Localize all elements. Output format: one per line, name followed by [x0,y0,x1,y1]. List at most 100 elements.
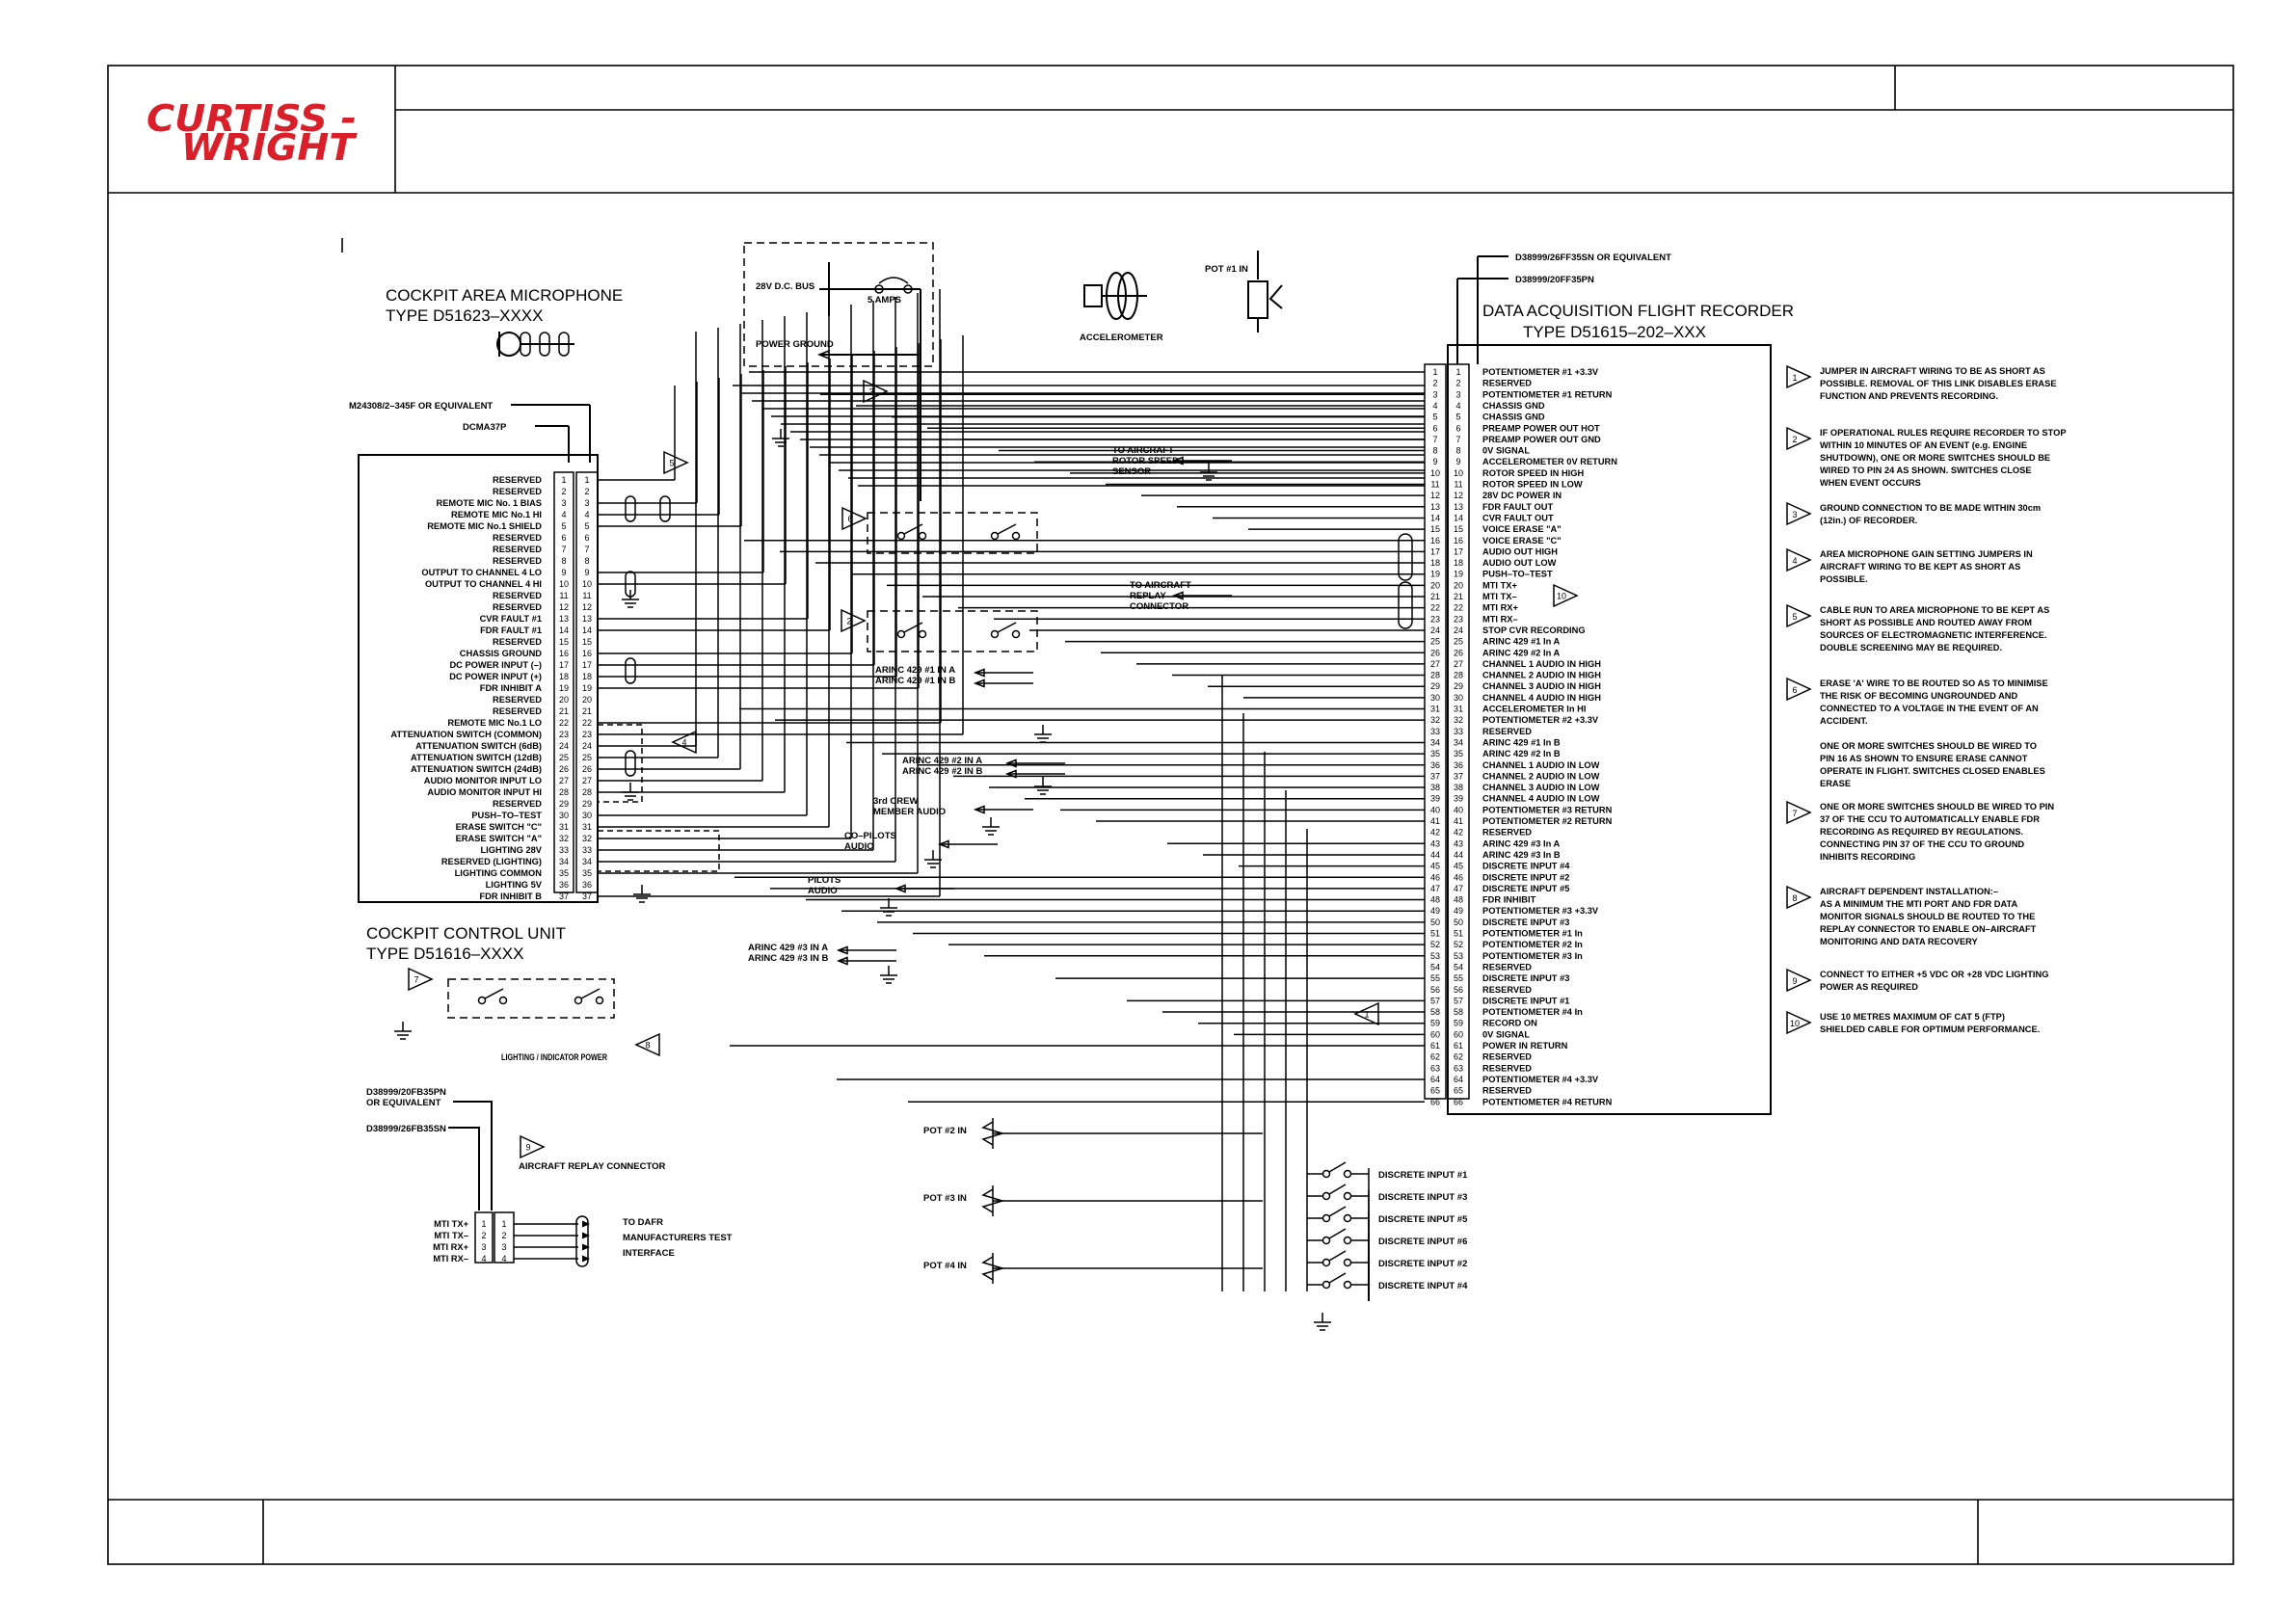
dafr-signal-label: RESERVED [1482,828,1532,838]
ccu-pin-number: 4 [584,510,589,519]
dafr-pin-number: 39 [1454,794,1463,804]
note-text-line: DOUBLE SCREENING MAY BE REQUIRED. [1820,643,2002,652]
dafr-pin-number: 64 [1430,1075,1440,1084]
dafr-title-1: DATA ACQUISITION FLIGHT RECORDER [1482,302,1794,320]
dafr-pin-number: 45 [1454,862,1463,871]
dafr-signal-label: PUSH–TO–TEST [1482,570,1553,579]
ccu-pin-number: 19 [559,683,569,693]
dafr-signal-label: RESERVED [1482,985,1532,995]
ccu-pin-number: 27 [582,776,592,785]
dafr-pin-number: 46 [1430,872,1440,882]
dafr-pin-number: 54 [1430,962,1440,971]
dafr-signal-label: ARINC 429 #1 In B [1482,737,1561,747]
dafr-pin-number: 24 [1454,625,1463,635]
ccu-pin-number: 5 [561,521,566,531]
dafr-signal-label: POTENTIOMETER #4 In [1482,1007,1583,1017]
dafr-pin-number: 10 [1454,468,1463,478]
dafr-signal-label: MTI RX+ [1482,603,1519,613]
ccu-pin-number: 23 [582,730,592,739]
dafr-pin-number: 25 [1430,637,1440,647]
ccu-signal-label: RESERVED [493,799,542,809]
note-number-triangle [1786,426,1812,451]
dafr-signal-label: POTENTIOMETER #4 RETURN [1482,1097,1613,1106]
dafr-pin-number: 11 [1430,480,1439,490]
note-text-line: SHIELDED CABLE FOR OPTIMUM PERFORMANCE. [1820,1024,2040,1034]
dafr-pin-number: 47 [1430,884,1440,893]
replay-line-3: CONNECTOR [1130,601,1188,612]
cockpit-area-microphone: COCKPIT AREA MICROPHONE TYPE D51623–XXXX [386,286,623,357]
arinc3-b: ARINC 429 #3 IN B [748,953,829,964]
dafr-pin-number: 40 [1454,805,1463,814]
ccu-signal-label: AUDIO MONITOR INPUT LO [424,776,542,785]
dafr-pin-number: 28 [1454,671,1463,680]
ccu-pin-number: 34 [559,857,569,866]
dafr-pin-number: 27 [1430,659,1440,669]
ccu-pin-number: 28 [559,787,569,797]
crew3-line-2: MEMBER AUDIO [873,807,946,817]
ccu-pin-number: 22 [582,718,592,728]
crew3-line-1: 3rd CREW [873,796,918,807]
note-text-line: ERASE 'A' WIRE TO BE ROUTED SO AS TO MIN… [1820,678,2048,688]
ccu-pin-number: 36 [559,880,569,890]
ccu-pin-number: 20 [582,695,592,705]
dafr-pin-number: 14 [1454,513,1463,522]
ccu-pin-number: 35 [559,868,569,878]
dafr-signal-label: CHASSIS GND [1482,412,1545,422]
dafr-pin-number: 66 [1454,1097,1463,1106]
dafr-pin-number: 9 [1432,457,1437,466]
dafr-pin-number: 29 [1430,681,1440,691]
note-callout-number: 4 [681,738,686,748]
ccu-pin-number: 34 [582,857,592,866]
ccu-pin-number: 1 [584,475,589,485]
ccu-signal-label: FDR INHIBIT A [480,683,542,693]
ccu-pin-number: 32 [582,834,592,843]
note-number-triangle [1786,364,1812,389]
note-number-triangle [1786,885,1812,910]
dafr-pin-number: 24 [1430,625,1440,635]
dafr-pin-number: 63 [1454,1063,1463,1073]
note-number-triangle [1786,677,1812,702]
note-text-line: INHIBITS RECORDING [1820,852,1915,862]
ccu-pin-number: 21 [582,706,592,716]
dafr-pin-number: 26 [1454,648,1463,657]
ccu-pin-number: 6 [584,533,589,543]
note-text-line: POSSIBLE. [1820,574,1868,584]
ccu-pin-number: 35 [582,868,592,878]
dafr-pin-number: 30 [1454,693,1463,703]
note-text-line: ONE OR MORE SWITCHES SHOULD BE WIRED TO [1820,741,2037,751]
note-text-line: REPLAY CONNECTOR TO ENABLE ON–AIRCRAFT [1820,924,2037,934]
dafr-pin-number: 8 [1455,446,1460,456]
ccu-pin-number: 1 [561,475,566,485]
note-text-line: RECORDING AS REQUIRED BY REGULATIONS. [1820,827,2023,837]
dafr-pin-number: 64 [1454,1075,1463,1084]
ccu-pin-number: 37 [559,891,569,901]
arinc2-a: ARINC 429 #2 IN A [902,756,982,766]
ccu-pin-number: 26 [559,764,569,774]
note-text-line: POSSIBLE. REMOVAL OF THIS LINK DISABLES … [1820,379,2057,388]
dafr-pin-number: 10 [1430,468,1440,478]
dafr-signal-label: STOP CVR RECORDING [1482,625,1586,635]
ccu-pin-number: 5 [584,521,589,531]
dafr-pin-number: 36 [1454,760,1463,770]
dafr-pin-number: 3 [1455,389,1460,399]
dafr-pin-number: 6 [1432,423,1437,433]
discrete-input-label: DISCRETE INPUT #4 [1378,1281,1468,1291]
dafr-pin-number: 13 [1430,502,1440,512]
ccu-pin-number: 10 [582,579,592,589]
ccu-pin-number: 15 [559,637,569,647]
wiring-harness [394,289,1425,1331]
replay-pin-number: 1 [481,1219,486,1229]
ccu-signal-label: REMOTE MIC No. 1 BIAS [436,498,542,508]
ccu-pin-number: 31 [559,822,569,832]
dafr-pin-number: 65 [1430,1086,1440,1096]
ccu-signal-label: LIGHTING COMMON [455,868,543,878]
dafr-signal-label: VOICE ERASE "A" [1482,524,1562,534]
cam-title-1: COCKPIT AREA MICROPHONE [386,286,623,305]
note-text-line: WITHIN 10 MINUTES OF AN EVENT (e.g. ENGI… [1820,440,2027,450]
replay-dest-3: INTERFACE [623,1248,675,1259]
ccu-signal-label: RESERVED [493,545,542,554]
dafr-pin-number: 51 [1454,929,1463,939]
note-number-triangle [1786,1010,1812,1035]
